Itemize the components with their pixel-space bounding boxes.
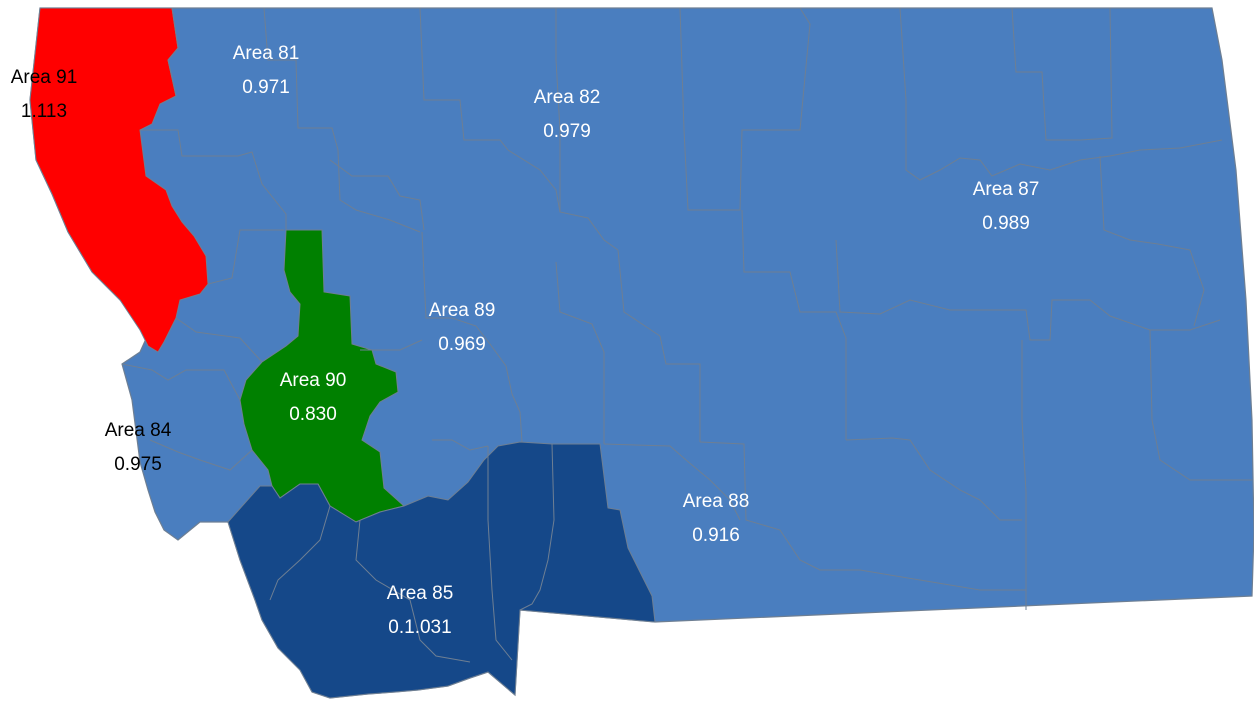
label-area-90-value: 0.830 [289,404,337,425]
region-area-85 [227,441,656,699]
label-area-85-value: 0.1.031 [388,617,452,638]
label-area-87-name: Area 87 [972,179,1040,200]
label-area-81-value: 0.971 [242,77,290,98]
label-area-89-value: 0.969 [438,334,486,355]
label-area-89-name: Area 89 [428,300,496,321]
label-area-81: Area 81 0.971 [233,37,300,105]
label-area-88-value: 0.916 [692,525,740,546]
label-area-81-name: Area 81 [232,43,300,64]
label-area-84-value: 0.975 [114,454,162,475]
label-area-91: Area 91 1.113 [11,61,78,129]
label-area-82: Area 82 0.979 [534,81,601,149]
label-area-82-value: 0.979 [543,121,591,142]
label-area-84: Area 84 0.975 [105,414,172,482]
label-area-90: Area 90 0.830 [280,364,347,432]
label-area-89: Area 89 0.969 [429,294,496,362]
label-area-88-name: Area 88 [682,491,750,512]
label-area-85-name: Area 85 [386,583,454,604]
label-area-88: Area 88 0.916 [683,485,750,553]
label-area-87: Area 87 0.989 [973,173,1040,241]
label-area-90-name: Area 90 [279,370,347,391]
county-boundaries [121,7,1252,663]
label-area-87-value: 0.989 [982,213,1030,234]
label-area-91-value: 1.113 [20,101,68,122]
label-area-84-name: Area 84 [104,420,172,441]
label-area-82-name: Area 82 [533,87,601,108]
label-area-91-name: Area 91 [10,67,78,88]
label-area-85: Area 85 0.1.031 [387,577,454,645]
